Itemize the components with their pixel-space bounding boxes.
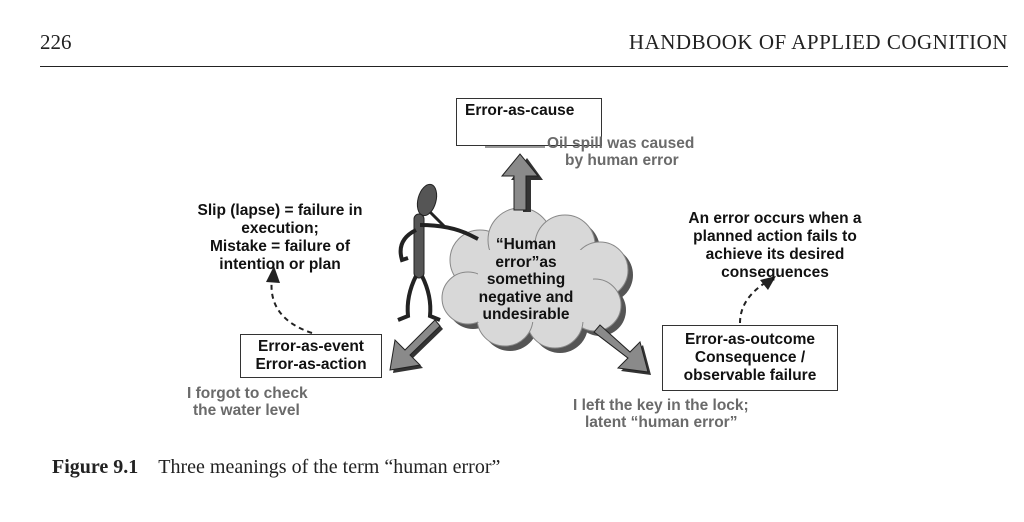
outcome-note-line: planned action fails to (693, 228, 857, 245)
cloud-shape (441, 207, 633, 353)
caption-label: Figure 9.1 (52, 456, 139, 478)
dashed-arrow-left (270, 277, 313, 334)
cause-example-line: Oil spill was caused (547, 135, 695, 152)
event-note-line: intention or plan (219, 256, 341, 273)
outcome-note-line: achieve its desired (705, 246, 845, 263)
event-note-line: Slip (lapse) = failure in (197, 202, 363, 219)
cause-box: Error-as-cause (456, 98, 602, 146)
outcome-title-line: Error-as-outcome (684, 331, 816, 348)
event-example-line: the water level (193, 402, 300, 419)
header-rule (40, 66, 1008, 67)
outcome-example-line: I left the key in the lock; (573, 397, 749, 414)
page-number: 226 (40, 30, 72, 54)
dashed-arrow-right (739, 280, 769, 324)
outcome-note: An error occurs when a planned action fa… (665, 210, 885, 282)
cause-example: Oil spill was caused by human error (547, 135, 694, 169)
center-line: “Human (495, 236, 557, 253)
event-example-line: I forgot to check (187, 385, 308, 402)
event-box: Error-as-event Error-as-action (240, 334, 382, 378)
event-note: Slip (lapse) = failure in execution; Mis… (175, 202, 385, 274)
outcome-note-line: consequences (721, 264, 829, 281)
outcome-title-line: observable failure (683, 367, 817, 384)
center-line: undesirable (482, 306, 570, 323)
center-line: negative and (478, 288, 574, 306)
caption-text: Three meanings of the term “human error” (158, 456, 501, 478)
cause-title: Error-as-cause (465, 102, 575, 119)
outcome-example-line: latent “human error” (585, 414, 738, 431)
outcome-title-line: Consequence / (694, 349, 806, 366)
event-note-line: execution; (241, 220, 319, 237)
arrow-up-icon (500, 153, 543, 212)
arrow-down-right-icon (593, 324, 651, 375)
running-title: HANDBOOK OF APPLIED COGNITION (628, 30, 1008, 54)
outcome-example: I left the key in the lock; latent “huma… (573, 397, 749, 431)
center-line: something (486, 271, 566, 288)
event-note-line: Mistake = failure of (210, 238, 350, 255)
outcome-note-line: An error occurs when a (688, 210, 862, 227)
arrow-down-left-icon (389, 319, 443, 373)
event-title-line: Error-as-event (258, 338, 364, 355)
center-line: error”as (495, 253, 557, 271)
event-example: I forgot to check the water level (187, 385, 308, 419)
figure-caption: Figure 9.1 Three meanings of the term “hu… (52, 456, 500, 479)
outcome-box: Error-as-outcome Consequence / observabl… (662, 325, 838, 391)
cause-example-line: by human error (565, 152, 679, 169)
stick-figure-icon (397, 183, 479, 322)
event-title-line: Error-as-action (255, 356, 367, 373)
center-text: “Human error”as something negative and u… (466, 236, 586, 324)
